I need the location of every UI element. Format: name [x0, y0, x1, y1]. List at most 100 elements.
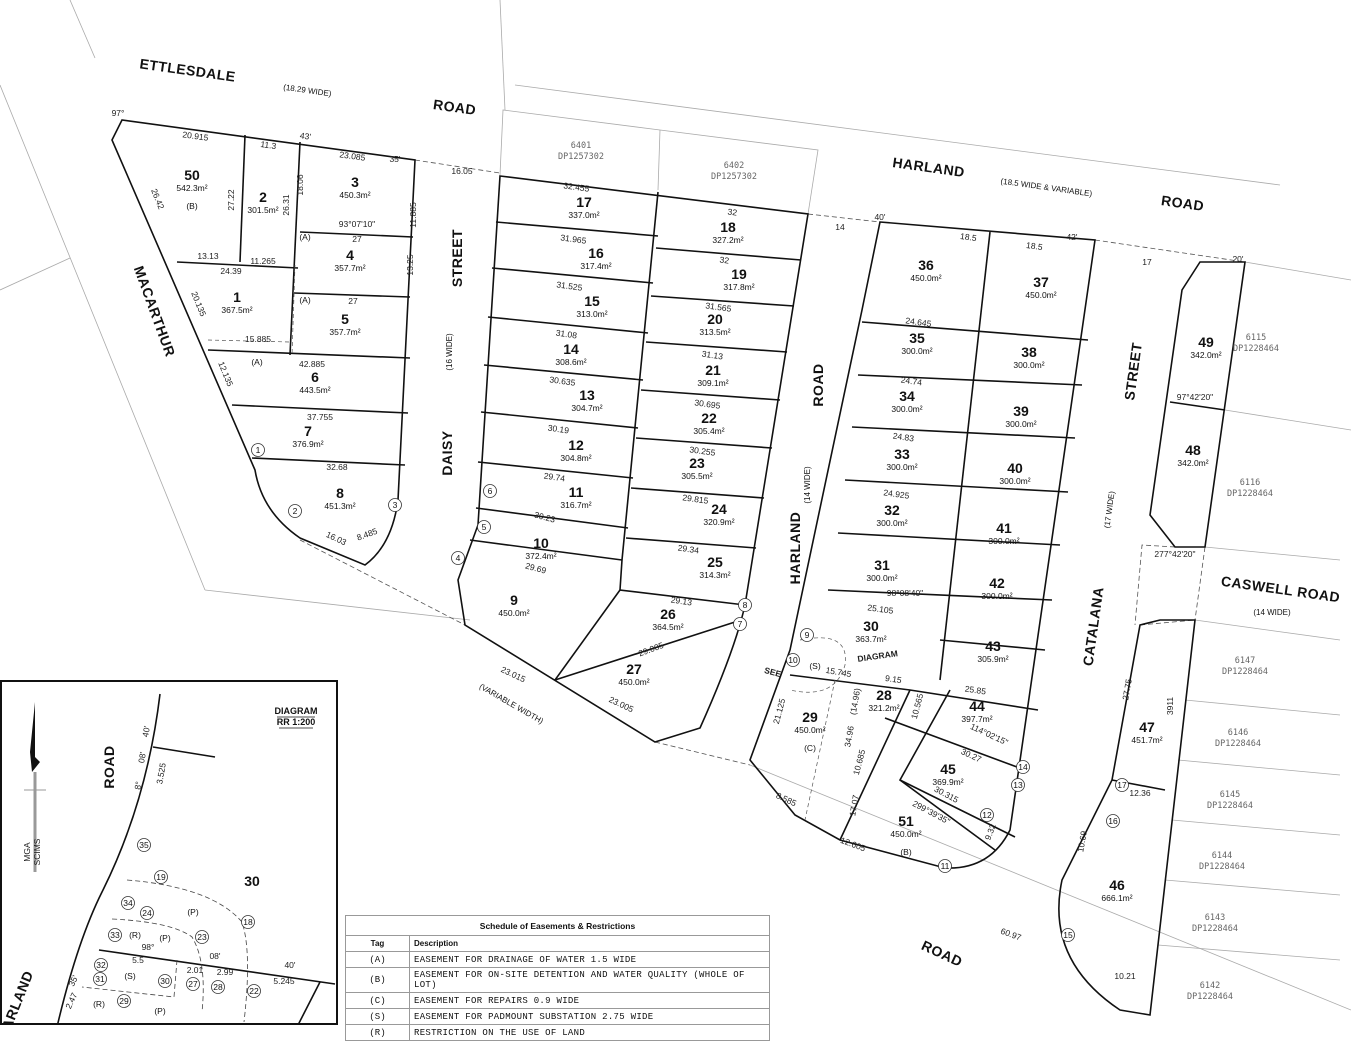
adjoining-lot-dp: DP1228464 — [1233, 344, 1279, 354]
adjoining-lot-number: 6142 — [1200, 981, 1220, 991]
station-marker-label: 14 — [1018, 762, 1028, 772]
diagram-station-marker-label: 23 — [197, 932, 207, 942]
lot-number: 31 — [874, 557, 890, 573]
road-label: (18.29 WIDE) — [283, 83, 333, 99]
diagram-station-marker: 28 — [211, 980, 225, 994]
diagram-station-marker: 22 — [247, 984, 261, 998]
dimension-label: 35' — [389, 154, 400, 164]
dimension-label: 10.685 — [851, 748, 867, 776]
dimension-label: 17 — [1142, 257, 1152, 267]
lot-area: 305.9m² — [977, 654, 1008, 664]
road-label: HARLAND — [892, 154, 966, 180]
lot-area: 321.2m² — [868, 703, 899, 713]
dimension-label: 11.3 — [260, 139, 277, 151]
station-marker-label: 10 — [788, 655, 798, 665]
dimension-label: 42' — [1066, 232, 1077, 242]
station-marker-label: 8 — [743, 600, 748, 610]
lot-number: 21 — [705, 362, 721, 378]
diagram-station-marker: 30 — [158, 974, 172, 988]
background-linework — [0, 0, 1351, 1011]
dimension-label: 25.85 — [964, 684, 987, 697]
see-diagram-label: SEE — [763, 665, 782, 679]
schedule-title: Schedule of Easements & Restrictions — [345, 915, 770, 936]
station-marker-label: 5 — [482, 522, 487, 532]
road-centre-dashed — [299, 159, 1246, 766]
dimension-label: 16.03 — [325, 529, 349, 547]
diagram-easement-tag: (P) — [159, 933, 171, 943]
lot-area: 451.7m² — [1131, 735, 1162, 745]
station-marker: 2 — [288, 504, 302, 518]
station-marker: 17 — [1115, 778, 1129, 792]
station-marker: 8 — [738, 598, 752, 612]
station-marker-label: 6 — [488, 486, 493, 496]
adjoining-lot-dp: DP1228464 — [1207, 801, 1253, 811]
lot-number: 19 — [731, 266, 747, 282]
diagram-station-marker: 24 — [140, 906, 154, 920]
lot-number: 20 — [707, 311, 723, 327]
lot-area: 451.3m² — [324, 501, 355, 511]
lot-area: 450.0m² — [794, 725, 825, 735]
road-label: CATALANA — [1080, 586, 1107, 667]
dimension-label: 11.885 — [408, 202, 418, 228]
dimension-label: 23.015 — [499, 664, 527, 684]
lot-area: 367.5m² — [221, 305, 252, 315]
diagram-station-marker-label: 32 — [96, 960, 106, 970]
diagram-station-marker: 19 — [154, 870, 168, 884]
lot-number: 16 — [588, 245, 604, 261]
lot-area: 320.9m² — [703, 517, 734, 527]
lot-area: 666.1m² — [1101, 893, 1132, 903]
lot-area: 300.0m² — [866, 573, 897, 583]
diagram-station-marker-label: 31 — [95, 974, 105, 984]
dimension-label: 93°07'10" — [339, 219, 375, 229]
diagram-dimension: 5.245 — [273, 976, 295, 986]
table-row: (C)EASEMENT FOR REPAIRS 0.9 WIDE — [345, 992, 770, 1009]
dimension-label: 29.005 — [637, 640, 665, 658]
lot-area: 450.0m² — [498, 608, 529, 618]
dimension-label: 16.05 — [451, 166, 473, 176]
dimension-label: 30.695 — [694, 397, 721, 411]
lot-area: 357.7m² — [329, 327, 360, 337]
lot-area: 337.0m² — [568, 210, 599, 220]
road-label: (17 WIDE) — [1102, 490, 1116, 529]
station-marker: 9 — [800, 628, 814, 642]
dimension-label: (14.96) — [848, 687, 863, 715]
dimension-label: 26.42 — [149, 187, 166, 211]
lot-number: 23 — [689, 455, 705, 471]
road-label: ROAD — [1160, 192, 1205, 214]
road-label: ROAD — [432, 96, 477, 118]
diagram-dimension: 8° — [132, 781, 143, 791]
lot-number: 5 — [341, 311, 349, 327]
schedule-of-easements: Schedule of Easements & Restrictions Tag… — [345, 915, 770, 1041]
dimension-label: 24.39 — [220, 266, 242, 276]
dimension-label: 3911 — [1165, 697, 1175, 716]
lot-number: 48 — [1185, 442, 1201, 458]
lot-number: 36 — [918, 257, 934, 273]
lot-number: 9 — [510, 592, 518, 608]
lot-area: 317.4m² — [580, 261, 611, 271]
dimension-label: 13.13 — [197, 251, 219, 261]
lot-number: 28 — [876, 687, 892, 703]
dimension-label: 32.68 — [326, 462, 348, 472]
lot-number: 43 — [985, 638, 1001, 654]
dimension-label: 21.125 — [771, 697, 787, 725]
lot-area: 308.6m² — [555, 357, 586, 367]
lot-area: 376.9m² — [292, 439, 323, 449]
row-desc: EASEMENT FOR ON-SITE DETENTION AND WATER… — [409, 967, 770, 993]
